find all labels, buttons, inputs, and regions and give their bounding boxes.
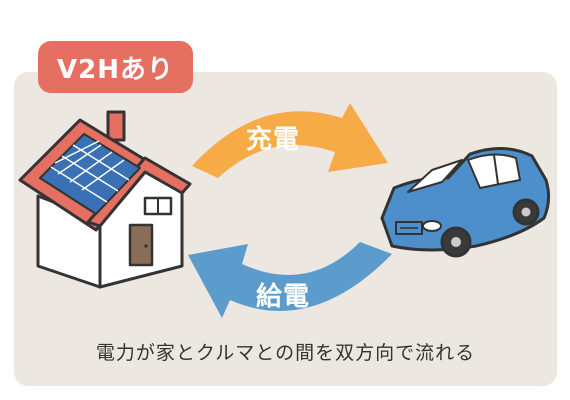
charge-arrow [192, 103, 388, 178]
v2h-badge: V2Hあり [38, 41, 193, 93]
house-with-solar-panels-icon [18, 110, 192, 289]
car-icon [380, 146, 551, 258]
supply-arrow [188, 242, 392, 318]
supply-label: 給電 [256, 282, 311, 312]
caption-text: 電力が家とクルマとの間を双方向で流れる [95, 342, 476, 364]
charge-label: 充電 [246, 125, 301, 155]
